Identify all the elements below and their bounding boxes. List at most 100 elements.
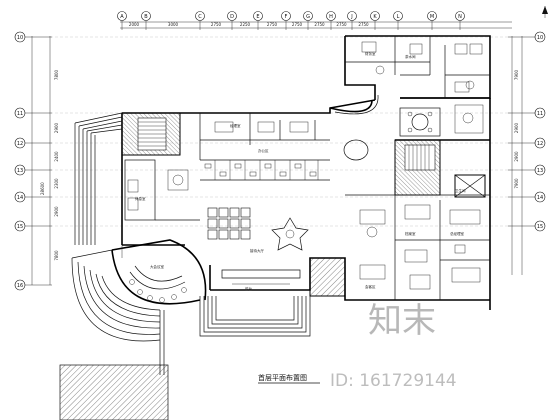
grid-label: 15: [17, 224, 23, 230]
grid-bubble-top: A: [117, 11, 127, 30]
dimension-label-top: 2750: [211, 22, 222, 27]
grid-label: D: [230, 14, 234, 20]
grid-bubble-top: G: [303, 11, 313, 30]
stair-core-right: [394, 139, 441, 196]
grid-label: 12: [537, 141, 543, 147]
grid-bubble-left: 15: [14, 220, 52, 232]
grid-bubble-left: 10: [14, 31, 52, 43]
lobby-furniture: [124, 159, 200, 221]
grid-bubble-right: 15: [508, 220, 546, 232]
dimension-label-right: 7900: [514, 69, 519, 80]
grid-label: 13: [537, 168, 543, 174]
grid-bubble-left: 14: [14, 191, 52, 203]
office-partitions: [199, 113, 330, 181]
entry-steps: [199, 296, 311, 337]
grid-label: 13: [17, 168, 23, 174]
grid-bubble-right: 12: [508, 137, 546, 149]
grid-label: 11: [537, 111, 543, 117]
room-label: 经理室: [230, 123, 241, 128]
grid-label: 14: [537, 195, 543, 201]
dimension-label-right: 7900: [514, 178, 519, 189]
dimension-label-left: 2300: [54, 178, 59, 189]
dimension-label-top: 2750: [292, 22, 303, 27]
dimension-label-left: 2400: [54, 151, 59, 162]
grid-label: G: [306, 14, 310, 20]
dimension-label-top: 2000: [129, 22, 140, 27]
curved-corridor: [329, 99, 373, 113]
room-label: 财务室: [365, 51, 376, 56]
grid-bubble-left: 13: [14, 164, 52, 176]
grid-bubble-top: L: [393, 11, 403, 30]
grid-label: L: [397, 14, 400, 20]
left-terrace-steps: [74, 112, 123, 245]
grid-label: 15: [537, 224, 543, 230]
dimension-label-left: 2900: [54, 206, 59, 217]
grid-bubble-left: 16: [14, 279, 52, 291]
drawing-title: 首层平面布置图: [258, 373, 307, 382]
north-arrow-icon: [542, 6, 548, 18]
dimension-label-top: 2750: [336, 22, 347, 27]
grid-label: C: [198, 14, 202, 20]
dimension-label-top: 2750: [267, 22, 278, 27]
grid-label: B: [144, 14, 148, 20]
grid-label: M: [430, 14, 434, 20]
right-grid-axis: 10 11 12 13 14 15 7900 2900 2900 7900: [508, 31, 546, 275]
watermark-brand: 知末: [368, 301, 436, 341]
grid-bubble-top: J: [347, 11, 357, 30]
central-table-grid: [207, 207, 251, 240]
dimension-label-top: 2750: [314, 22, 325, 27]
room-label: 大会议室: [150, 264, 164, 269]
dimension-label-right: 2900: [514, 122, 519, 133]
dimension-label-left: 7800: [54, 69, 59, 80]
room-label: 接待大厅: [250, 248, 264, 253]
grid-lines: [50, 36, 512, 227]
grid-label: 16: [17, 283, 23, 289]
grid-bubble-right: 13: [508, 164, 546, 176]
grid-bubble-top: F: [281, 11, 291, 30]
watermark: 知末 ID: 161729144: [330, 301, 457, 391]
dimension-label-left: 2900: [54, 122, 59, 133]
grid-bubble-top: D: [227, 11, 237, 30]
grid-bubble-top: C: [195, 11, 205, 30]
hatched-storage-room: [309, 257, 346, 297]
room-label: 总经理室: [450, 231, 464, 236]
elevator-shaft: [454, 174, 486, 198]
room-label: 茶水间: [405, 54, 416, 59]
dimension-label-left: 7800: [54, 250, 59, 261]
conference-table: [129, 265, 187, 303]
grid-bubble-top: N: [455, 11, 465, 30]
reception-desk: [221, 269, 301, 285]
grid-bubble-top: E: [253, 11, 263, 30]
grid-label: 14: [17, 195, 23, 201]
stair-core-left: [121, 112, 181, 156]
dimension-label-top: 2750: [358, 22, 369, 27]
grid-label: J: [350, 14, 352, 20]
lounge-seating: [271, 217, 309, 251]
grid-bubble-top: H: [326, 11, 336, 30]
grid-label: 11: [17, 111, 23, 117]
grid-bubble-left: 12: [14, 137, 52, 149]
room-label: 会客区: [365, 284, 376, 289]
grid-bubble-top: B: [141, 11, 151, 30]
curved-meeting-room: [71, 239, 207, 375]
grid-bubble-left: 11: [14, 107, 52, 119]
room-label-group: 经理室 办公区 接待大厅 大会议室 前台 休息室 财务室 茶水间 卫生间 档案室…: [135, 51, 466, 291]
room-label: 办公区: [258, 148, 269, 153]
dimension-label-top: 3000: [168, 22, 179, 27]
room-label: 档案室: [405, 231, 416, 236]
grid-label: H: [329, 14, 333, 20]
grid-label: F: [285, 14, 288, 20]
round-meeting-table: [399, 104, 484, 137]
grid-label: K: [373, 14, 377, 20]
total-dimension-left: 28600: [40, 182, 45, 195]
grid-bubble-right: 11: [508, 107, 546, 119]
room-label: 休息室: [135, 196, 146, 201]
grid-label: E: [256, 14, 259, 20]
grid-bubble-top: K: [370, 11, 380, 30]
dimension-label-right: 2900: [514, 151, 519, 162]
grid-label: A: [120, 14, 124, 20]
grid-bubble-right: 10: [508, 31, 546, 43]
